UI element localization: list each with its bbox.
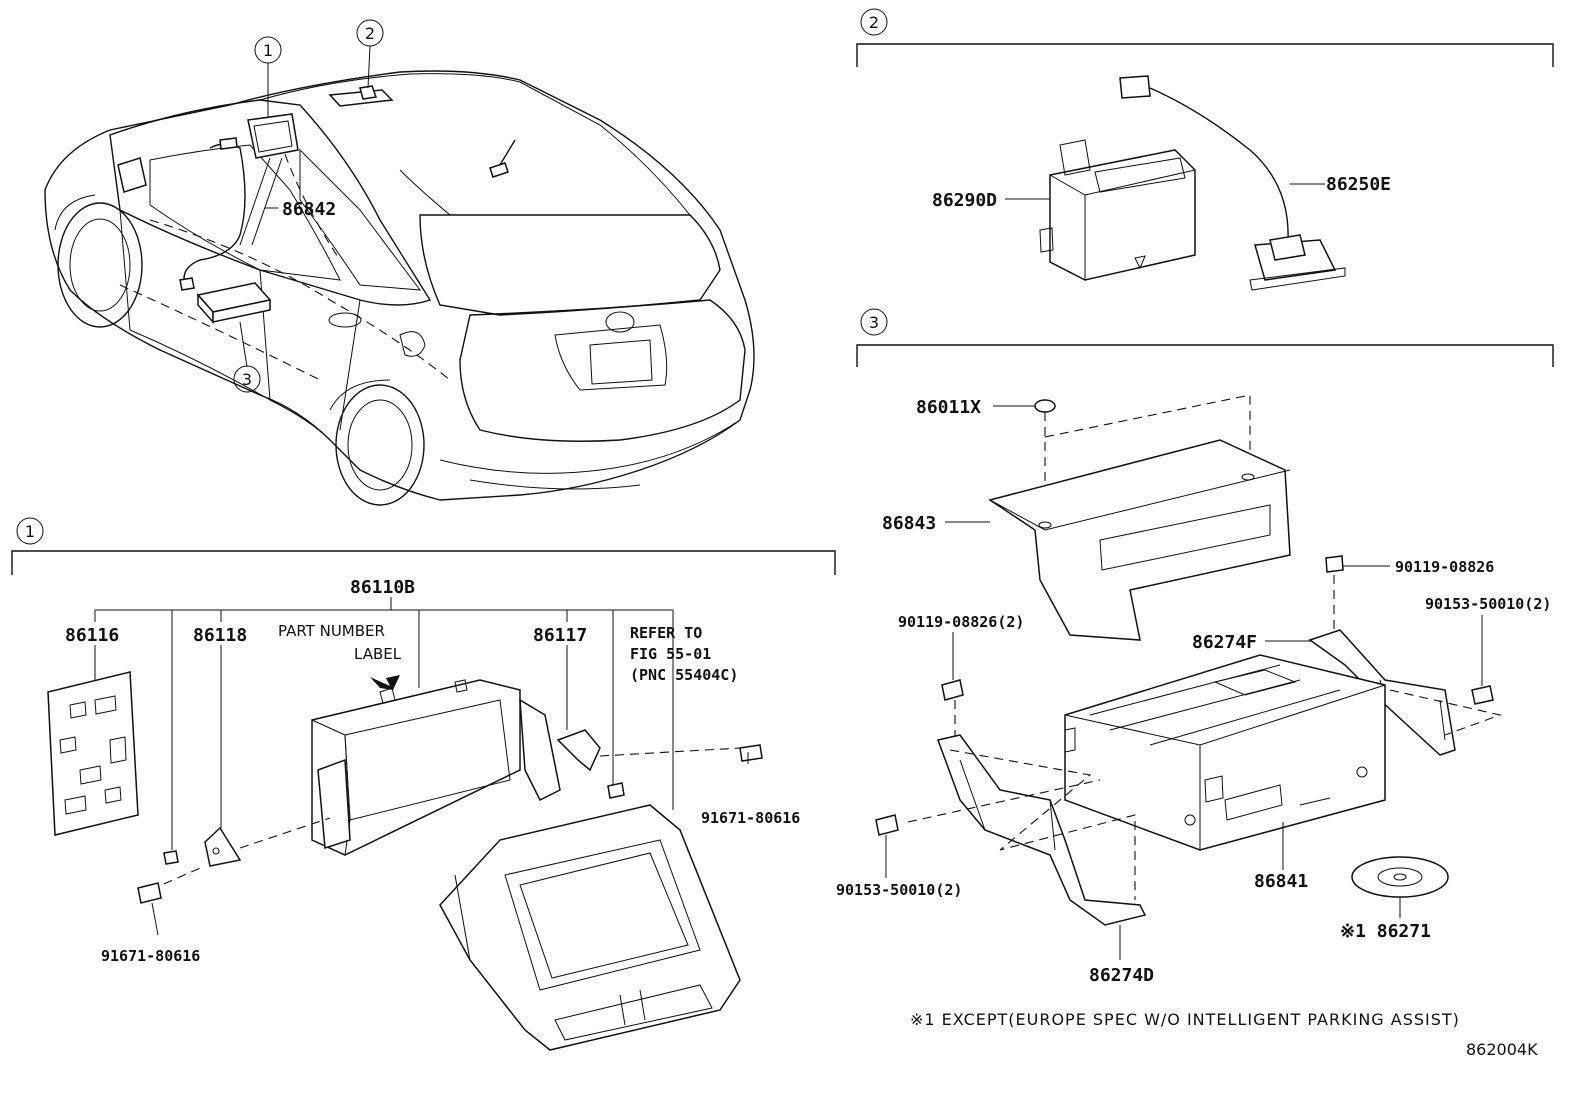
callout-2-vehicle: 2 (356, 19, 384, 47)
label-86117: 86117 (533, 625, 587, 646)
screw-90153-50010-left (875, 814, 899, 878)
label-90119-08826-left: 90119-08826(2) (898, 613, 1024, 631)
label-90153-50010-left: 90153-50010(2) (836, 881, 962, 899)
ecu-86290D (1039, 139, 1196, 281)
circuit-board-86116 (47, 645, 139, 836)
label-86250E: 86250E (1326, 174, 1391, 195)
bracket-86117 (556, 645, 625, 799)
svg-text:1: 1 (25, 522, 35, 541)
callout-3-section: 3 (860, 308, 888, 336)
label-91671-80616-left: 91671-80616 (101, 947, 200, 965)
part-number-label-line1: PART NUMBER (278, 622, 385, 640)
label-86842: 86842 (282, 199, 336, 220)
label-86271: ※1 86271 (1340, 921, 1431, 942)
label-90153-50010-right: 90153-50010(2) (1425, 595, 1551, 613)
label-91671-80616-right: 91671-80616 (701, 809, 800, 827)
callout-3-vehicle: 3 (233, 365, 261, 393)
figure-code: 862004K (1466, 1040, 1538, 1059)
label-86011X: 86011X (916, 397, 981, 418)
navigation-unit-86841 (1064, 654, 1386, 851)
refer-to-line1: REFER TO (630, 624, 702, 642)
refer-to-line3: (PNC 55404C) (630, 666, 738, 684)
bolt-91671-80616-left (137, 882, 162, 936)
bracket-86274D (937, 734, 1147, 926)
label-86843: 86843 (882, 513, 936, 534)
screw-90119-08826-left (941, 632, 964, 745)
cover-86843 (988, 439, 1291, 641)
screw-90153-50010-right (1471, 615, 1494, 705)
svg-text:1: 1 (263, 41, 273, 60)
label-86116: 86116 (65, 625, 119, 646)
disc-86271 (1351, 856, 1449, 918)
callout-2-section: 2 (860, 8, 888, 36)
svg-text:2: 2 (869, 13, 879, 32)
label-86118: 86118 (193, 625, 247, 646)
small-screw-left (163, 850, 179, 865)
bracket-86118 (204, 645, 242, 867)
svg-text:3: 3 (242, 370, 252, 389)
section-3-bracket (856, 344, 1554, 367)
label-86290D: 86290D (932, 190, 997, 211)
instrument-panel-bezel (439, 804, 741, 1051)
antenna-86250E (1119, 75, 1346, 291)
callout-1-vehicle: 1 (254, 36, 282, 64)
label-86274F: 86274F (1192, 632, 1257, 653)
display-unit-86110B (311, 679, 561, 856)
arrow-part-number-label (370, 675, 400, 690)
refer-to-line2: FIG 55-01 (630, 645, 711, 663)
section-2-bracket (856, 43, 1554, 67)
svg-text:3: 3 (869, 313, 879, 332)
label-90119-08826-top: 90119-08826 (1395, 558, 1494, 576)
screw-90119-08826-top (1325, 555, 1390, 640)
callout-1-section: 1 (16, 517, 44, 545)
svg-text:2: 2 (365, 24, 375, 43)
label-86110B: 86110B (350, 577, 415, 598)
label-86841: 86841 (1254, 871, 1308, 892)
bolt-91671-80616-right (739, 744, 763, 764)
part-number-label-line2: LABEL (354, 645, 402, 663)
vehicle-illustration (44, 45, 755, 506)
section-1-bracket (11, 550, 836, 575)
label-86274D: 86274D (1089, 965, 1154, 986)
footnote: ※1 EXCEPT(EUROPE SPEC W/O INTELLIGENT PA… (910, 1010, 1460, 1029)
